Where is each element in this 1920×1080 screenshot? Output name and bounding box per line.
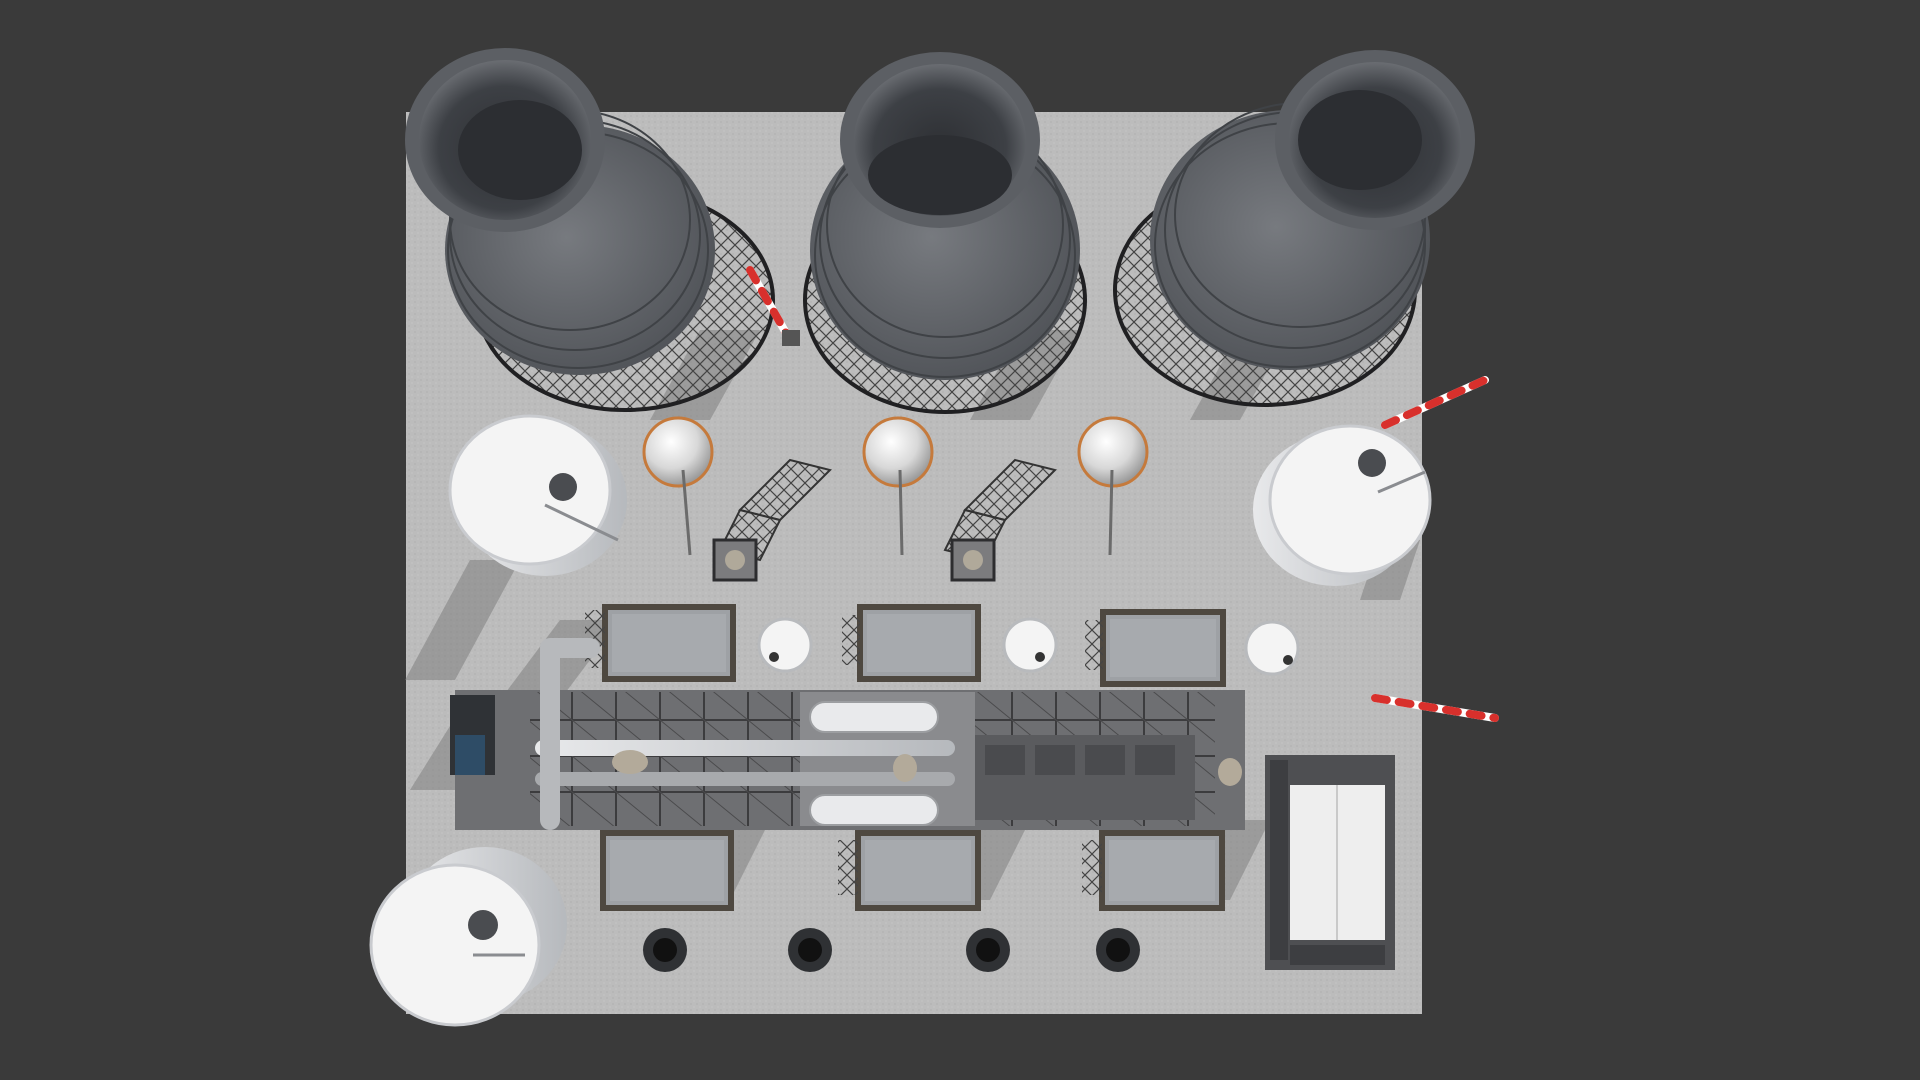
process-building-bottom-left — [600, 830, 734, 911]
barrier-right-upper — [1381, 376, 1489, 429]
barrier-right-lower — [1371, 694, 1499, 722]
process-building-top-left — [585, 604, 736, 682]
cooling-tower-left — [405, 48, 775, 412]
warehouse-building — [1265, 755, 1395, 970]
spherical-tank-right — [1077, 416, 1149, 556]
small-tank-left — [757, 617, 813, 673]
process-building-top-right — [1085, 609, 1226, 687]
storage-tank-upper-right — [1253, 424, 1432, 586]
storage-tank-upper-left — [448, 414, 627, 576]
small-tank-right — [1244, 620, 1300, 676]
cooling-tower-right — [1113, 50, 1475, 407]
spherical-tank-center — [862, 416, 934, 556]
process-building-bottom-right — [1082, 830, 1225, 911]
pump-platform-left — [712, 538, 758, 582]
spherical-tank-left — [642, 416, 714, 556]
stack-4 — [1096, 928, 1140, 972]
storage-tank-lower-left — [369, 847, 567, 1027]
stack-1 — [643, 928, 687, 972]
main-process-rack — [450, 638, 1245, 830]
small-tank-center — [1002, 617, 1058, 673]
stack-2 — [788, 928, 832, 972]
lattice-pylon-left — [718, 458, 832, 562]
stack-3 — [966, 928, 1010, 972]
cooling-tower-center — [803, 52, 1087, 414]
barrier-top — [746, 266, 800, 346]
pump-platform-center — [950, 538, 996, 582]
process-building-bottom-center — [838, 830, 981, 911]
process-building-top-center — [842, 604, 981, 682]
